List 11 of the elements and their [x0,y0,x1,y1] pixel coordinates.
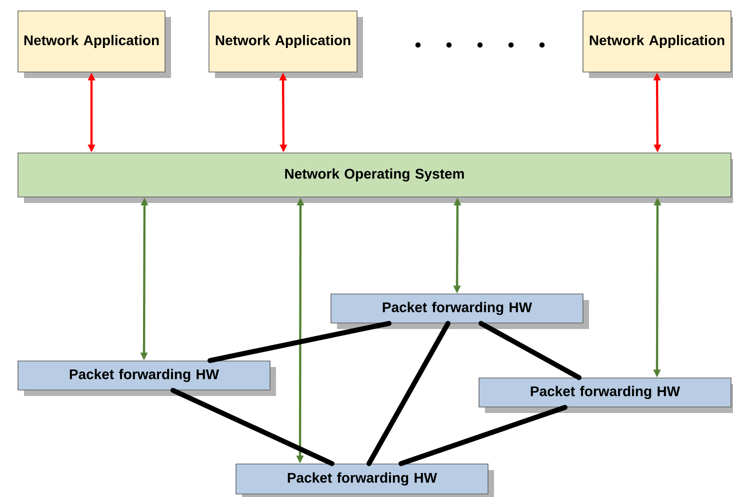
connector-line [170,388,334,466]
connector-line [366,320,450,466]
hardware-box: Packet forwarding HW [236,464,494,497]
hardware-box: Packet forwarding HW [18,360,276,396]
hardware-box: Packet forwarding HW [478,378,733,413]
operating-system-bar: Network Operating System [18,152,733,203]
hardware-box: Packet forwarding HW [330,294,589,329]
application-box: Network Application [582,10,733,78]
application-box: Network Application [208,10,363,78]
application-box: Network Application [18,10,171,78]
connector-line [478,320,582,380]
